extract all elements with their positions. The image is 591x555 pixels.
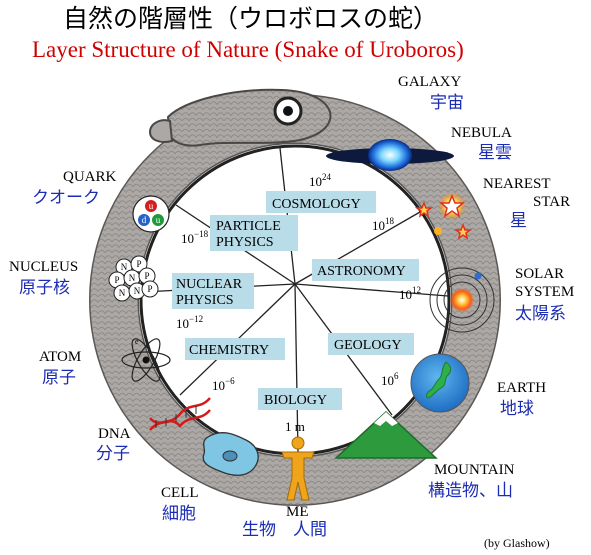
mountain-icon xyxy=(334,410,438,459)
label-nucleus-jp: 原子核 xyxy=(19,278,70,298)
star-cluster-icon xyxy=(414,192,473,240)
svg-text:N: N xyxy=(119,288,126,298)
label-nearest: NEAREST xyxy=(483,176,551,192)
spoke-line xyxy=(294,283,299,453)
scale-1e24: 1024 xyxy=(309,172,332,189)
label-earth: EARTH xyxy=(497,380,547,396)
atom-icon: e xyxy=(121,337,171,382)
label-galaxy-jp: 宇宙 xyxy=(430,93,464,113)
field-particle-physics-line1: PARTICLE xyxy=(216,219,281,234)
solar-system-icon xyxy=(429,267,495,333)
label-galaxy: GALAXY xyxy=(398,74,462,90)
field-box-chemistry xyxy=(185,338,285,360)
label-mountain-jp: 構造物、山 xyxy=(428,481,513,501)
scale-1m: 1 m xyxy=(285,419,305,434)
nebula-icon xyxy=(326,139,454,171)
dna-icon xyxy=(149,397,211,431)
field-biology: BIOLOGY xyxy=(264,393,327,408)
spoke-line xyxy=(294,283,449,297)
svg-text:N: N xyxy=(129,273,136,283)
label-quark: QUARK xyxy=(63,169,117,185)
svg-text:P: P xyxy=(114,275,119,285)
scale-1e12: 1012 xyxy=(399,285,421,302)
scale-1e18: 1018 xyxy=(372,216,395,233)
field-nuclear-physics-line1: NUCLEAR xyxy=(176,277,243,292)
svg-text:d: d xyxy=(142,215,147,225)
svg-text:u: u xyxy=(156,215,161,225)
cell-icon xyxy=(202,432,259,476)
scale-labels: 1024 1018 1012 106 10−6 10−12 10−18 1 m xyxy=(176,172,421,434)
label-me-jp: 生物 人間 xyxy=(242,520,327,540)
quark-icon: u d u xyxy=(132,195,170,233)
label-cell-jp: 細胞 xyxy=(162,504,196,524)
field-box-cosmology xyxy=(266,191,376,213)
label-dna-jp: 分子 xyxy=(96,444,130,464)
label-mountain: MOUNTAIN xyxy=(434,462,515,478)
field-astronomy: ASTRONOMY xyxy=(317,264,406,279)
svg-text:P: P xyxy=(136,259,141,269)
field-particle-physics-line2: PHYSICS xyxy=(216,235,274,250)
svg-text:N: N xyxy=(134,286,141,296)
label-star-jp: 星 xyxy=(510,211,527,231)
field-box-particle-physics xyxy=(210,215,298,251)
label-atom-jp: 原子 xyxy=(42,368,76,388)
snake-head xyxy=(148,88,332,147)
snake-eye-icon xyxy=(273,96,303,126)
scale-1e6: 106 xyxy=(381,371,399,388)
scale-1e-6: 10−6 xyxy=(212,376,235,393)
svg-text:N: N xyxy=(121,262,128,272)
field-box-astronomy xyxy=(312,259,419,281)
title-japanese: 自然の階層性（ウロボロスの蛇） xyxy=(63,4,439,33)
scale-1e-18: 10−18 xyxy=(181,229,209,246)
svg-text:P: P xyxy=(144,271,149,281)
field-cosmology: COSMOLOGY xyxy=(272,197,361,212)
label-nebula: NEBULA xyxy=(451,125,512,141)
field-nuclear-physics-line2: PHYSICS xyxy=(176,293,234,308)
field-box-biology xyxy=(258,388,342,410)
label-earth-jp: 地球 xyxy=(500,399,534,419)
person-icon xyxy=(281,436,315,501)
label-dna: DNA xyxy=(98,426,131,442)
field-box-geology xyxy=(328,333,414,355)
label-solar: SOLAR xyxy=(515,266,565,282)
title-english: Layer Structure of Nature (Snake of Urob… xyxy=(32,37,464,62)
svg-text:e: e xyxy=(135,337,139,346)
label-quark-jp: クオーク xyxy=(32,188,100,208)
label-nebula-jp: 星雲 xyxy=(478,143,512,163)
label-atom: ATOM xyxy=(39,349,82,365)
nucleus-icon: N P P N P N N P xyxy=(108,255,159,302)
field-box-nuclear-physics xyxy=(172,273,254,309)
label-star: STAR xyxy=(533,194,571,210)
svg-text:u: u xyxy=(149,201,154,211)
earth-icon xyxy=(410,353,470,413)
scale-1e-12: 10−12 xyxy=(176,314,203,331)
label-solar-jp: 太陽系 xyxy=(515,304,566,324)
label-cell: CELL xyxy=(161,485,199,501)
field-chemistry: CHEMISTRY xyxy=(189,343,269,358)
label-me: ME xyxy=(286,504,309,520)
field-boxes: COSMOLOGY PARTICLE PHYSICS ASTRONOMY NUC… xyxy=(172,191,419,410)
svg-text:P: P xyxy=(147,284,152,294)
field-geology: GEOLOGY xyxy=(334,338,402,353)
credit: (by Glashow) xyxy=(484,536,550,550)
label-system: SYSTEM xyxy=(515,284,575,300)
label-nucleus: NUCLEUS xyxy=(9,259,79,275)
